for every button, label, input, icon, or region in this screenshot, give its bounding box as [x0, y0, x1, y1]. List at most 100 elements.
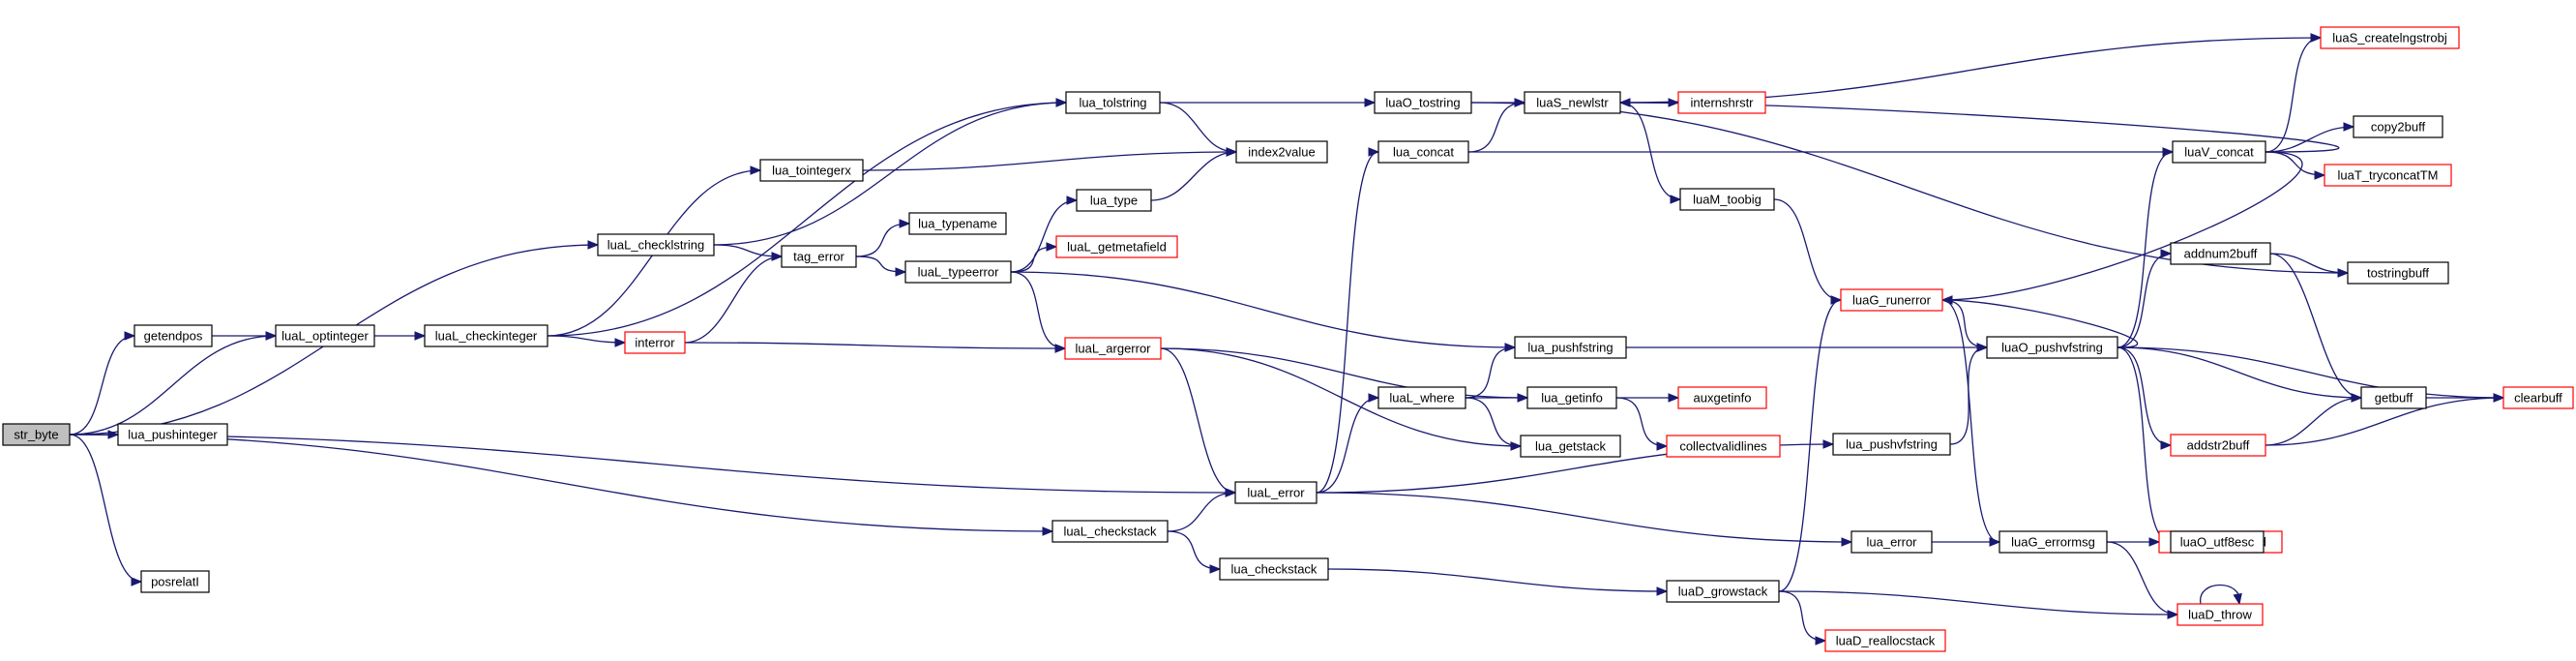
function-node[interactable]: luaS_newlstr [1524, 91, 1621, 114]
function-node[interactable]: internshrstr [1677, 91, 1766, 114]
edge-arrowhead [1940, 295, 1953, 305]
node-box [2, 423, 71, 446]
function-node[interactable]: getendpos [133, 324, 213, 347]
function-node[interactable]: luaL_checkstack [1051, 520, 1169, 543]
function-node[interactable]: auxgetinfo [1677, 386, 1767, 409]
function-node[interactable]: luaD_throw [2176, 603, 2264, 626]
function-node[interactable]: luaT_tryconcatTM [2324, 164, 2452, 187]
call-edge [1467, 102, 1525, 153]
node-label: lua_tointegerx [772, 164, 851, 178]
function-node[interactable]: lua_pushvfstring [1832, 433, 1951, 456]
edge-arrowhead [1066, 195, 1079, 205]
function-node[interactable]: tag_error [781, 245, 857, 268]
node-label: luaD_reallocstack [1836, 634, 1936, 648]
node-box [1677, 386, 1767, 409]
function-node[interactable]: luaS_createlngstrobj [2320, 26, 2460, 49]
function-node[interactable]: getbuff [2360, 386, 2427, 409]
function-node[interactable]: luaL_error [1234, 481, 1318, 504]
edge-arrowhead [265, 331, 278, 341]
node-box [1666, 435, 1781, 458]
node-label: lua_pushfstring [1527, 341, 1613, 355]
call-graph-nodes: str_byte getendpos lua_pushinteger posrelat… [2, 26, 2574, 652]
function-node[interactable]: luaG_runerror [1840, 288, 1943, 312]
function-node[interactable]: luaM_toobig [1679, 188, 1775, 211]
function-node[interactable]: lua_concat [1377, 140, 1469, 164]
function-node[interactable]: luaO_pushvfstring [1986, 336, 2118, 359]
function-node[interactable]: lua_getstack [1520, 435, 1621, 458]
edge-arrowhead [1517, 393, 1529, 403]
node-box [1832, 433, 1951, 456]
call-edge [1773, 198, 1842, 301]
function-node[interactable]: str_byte [2, 423, 71, 446]
function-node[interactable]: luaD_reallocstack [1824, 629, 1946, 652]
node-box [781, 245, 857, 268]
edge-arrowhead [750, 165, 762, 175]
function-node[interactable]: lua_type [1076, 189, 1152, 212]
call-edge [1316, 492, 1852, 543]
function-node[interactable]: luaG_errormsg [1999, 530, 2108, 554]
node-label: luaL_argerror [1075, 342, 1151, 356]
function-node[interactable]: interror [624, 331, 686, 354]
node-box [1986, 336, 2118, 359]
node-label: luaL_checklstring [607, 238, 704, 253]
edge-arrowhead [895, 267, 907, 277]
node-box [1824, 629, 1946, 652]
function-node[interactable]: luaL_checklstring [597, 233, 715, 256]
edge-arrowhead [899, 219, 911, 228]
edge-arrowhead [131, 577, 143, 586]
node-box [1374, 91, 1472, 114]
node-label: addstr2buff [2187, 438, 2250, 453]
node-label: posrelatI [151, 575, 199, 589]
function-node[interactable]: luaL_optinteger [275, 324, 375, 347]
call-edge [2106, 541, 2178, 616]
function-node[interactable]: luaD_growstack [1666, 580, 1780, 603]
function-node[interactable]: luaL_checkinteger [424, 324, 548, 347]
node-label: lua_getstack [1535, 439, 1606, 454]
edge-arrowhead [1841, 537, 1853, 547]
node-box [2324, 164, 2452, 187]
function-node[interactable]: addnum2buff [2170, 242, 2271, 265]
node-label: luaL_error [1247, 486, 1305, 500]
function-node[interactable]: luaL_typeerror [904, 260, 1012, 284]
function-node[interactable]: luaO_utf8esc [2170, 530, 2265, 554]
call-edge [2265, 397, 2504, 446]
node-box [1999, 530, 2108, 554]
function-node[interactable]: luaV_concat [2172, 140, 2266, 164]
function-node[interactable]: tostringbuff [2347, 261, 2449, 285]
function-node[interactable]: luaL_where [1377, 386, 1466, 409]
function-node[interactable]: luaO_tostring [1374, 91, 1472, 114]
edge-arrowhead [1042, 526, 1054, 536]
function-node[interactable]: lua_pushfstring [1514, 336, 1627, 359]
call-edge [547, 102, 1067, 337]
call-edge [1941, 299, 1988, 348]
function-node[interactable]: index2value [1235, 140, 1328, 164]
call-edge [1941, 299, 2000, 543]
function-node[interactable]: addstr2buff [2170, 434, 2266, 457]
function-node[interactable]: clearbuff [2502, 386, 2574, 409]
edge-arrowhead [1368, 147, 1380, 157]
node-label: lua_type [1090, 194, 1138, 208]
node-label: luaO_pushvfstring [2001, 341, 2103, 355]
function-node[interactable]: lua_error [1851, 530, 1933, 554]
node-label: lua_getinfo [1541, 391, 1603, 406]
function-node[interactable]: lua_typename [908, 212, 1007, 235]
function-node[interactable]: lua_getinfo [1526, 386, 1617, 409]
function-node[interactable]: lua_tointegerx [759, 159, 864, 182]
node-box [2320, 26, 2460, 49]
function-node[interactable]: posrelatI [140, 570, 210, 593]
function-node[interactable]: collectvalidlines [1666, 435, 1781, 458]
call-edge [2117, 346, 2172, 446]
function-node[interactable]: luaL_argerror [1064, 337, 1162, 360]
function-node[interactable]: copy2buff [2353, 115, 2443, 138]
edge-arrowhead [1368, 393, 1380, 403]
call-edge [713, 244, 783, 257]
function-node[interactable]: luaL_getmetafield [1055, 235, 1178, 258]
function-node[interactable]: lua_pushinteger [117, 423, 228, 446]
edge-arrowhead [1054, 344, 1067, 353]
node-box [1235, 140, 1328, 164]
function-node[interactable]: lua_tolstring [1065, 91, 1161, 114]
node-label: internshrstr [1690, 96, 1754, 110]
function-node[interactable]: lua_checkstack [1219, 557, 1329, 581]
edge-arrowhead [1510, 441, 1523, 451]
